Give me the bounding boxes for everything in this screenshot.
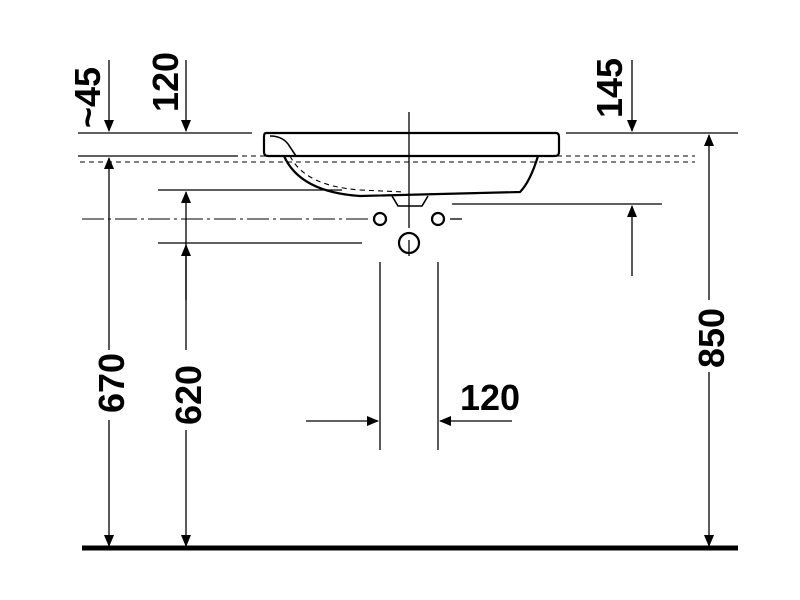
label-120-top: 120	[145, 52, 186, 112]
fixing-hole-right	[430, 211, 446, 227]
label-620: 620	[168, 365, 209, 425]
drain-outlet-circle	[397, 231, 421, 255]
basin-body	[262, 131, 561, 207]
label-850: 850	[691, 308, 732, 368]
label-approx-45: ~45	[67, 67, 108, 128]
label-145: 145	[589, 58, 630, 118]
label-120-drain: 120	[460, 377, 520, 418]
label-670: 670	[91, 353, 132, 413]
fixing-hole-left	[372, 211, 388, 227]
